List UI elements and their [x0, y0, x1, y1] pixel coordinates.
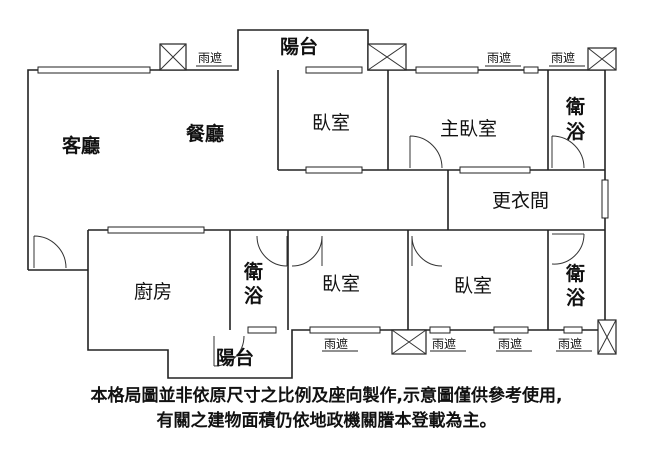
bath-top-label-1: 衛 [565, 95, 585, 118]
bath-top-label-2: 浴 [566, 121, 586, 143]
rain-shelter-bottom-4: 雨遮 [558, 336, 582, 351]
rain-shelter-top-2: 雨遮 [487, 50, 511, 65]
living-room-label: 客廳 [62, 134, 100, 157]
bath-bottom-label-1: 衛 [243, 260, 263, 283]
bedroom-bottom-right-label: 臥室 [454, 275, 492, 297]
bedroom-bottom-left-label: 臥室 [322, 273, 360, 295]
balcony-bottom-label: 陽台 [216, 346, 254, 369]
rain-shelter-bottom-1: 雨遮 [324, 336, 348, 351]
windows [37, 66, 609, 334]
doors [33, 135, 585, 367]
disclaimer-line-1: 本格局圖並非依原尺寸之比例及座向製作,示意圖僅供參考使用, [90, 386, 563, 406]
kitchen-label: 廚房 [134, 280, 172, 303]
ac-units [159, 43, 617, 355]
walk-in-closet-label: 更衣間 [492, 190, 549, 212]
disclaimer: 本格局圖並非依原尺寸之比例及座向製作,示意圖僅供參考使用, 有關之建物面積仍依地… [0, 384, 653, 434]
bath-bottom-label-2: 浴 [244, 285, 264, 307]
master-bedroom-label: 主臥室 [440, 118, 497, 140]
bedroom-top-label: 臥室 [312, 112, 350, 134]
rain-shelter-bottom-3: 雨遮 [498, 336, 522, 351]
balcony-top-label: 陽台 [280, 35, 318, 58]
rain-shelter-top-1: 雨遮 [198, 50, 222, 65]
floor-plan: 陽台 客廳 餐廳 臥室 主臥室 衛 浴 更衣間 廚房 衛 浴 臥室 臥室 衛 浴… [27, 29, 617, 379]
disclaimer-line-2: 有關之建物面積仍依地政機關謄本登載為主。 [156, 411, 497, 431]
bath-bottom-right-label-1: 衛 [565, 262, 585, 285]
rain-shelter-bottom-2: 雨遮 [432, 336, 456, 351]
rain-shelter-top-3: 雨遮 [551, 50, 575, 65]
dining-room-label: 餐廳 [186, 122, 224, 145]
bath-bottom-right-label-2: 浴 [566, 287, 586, 309]
